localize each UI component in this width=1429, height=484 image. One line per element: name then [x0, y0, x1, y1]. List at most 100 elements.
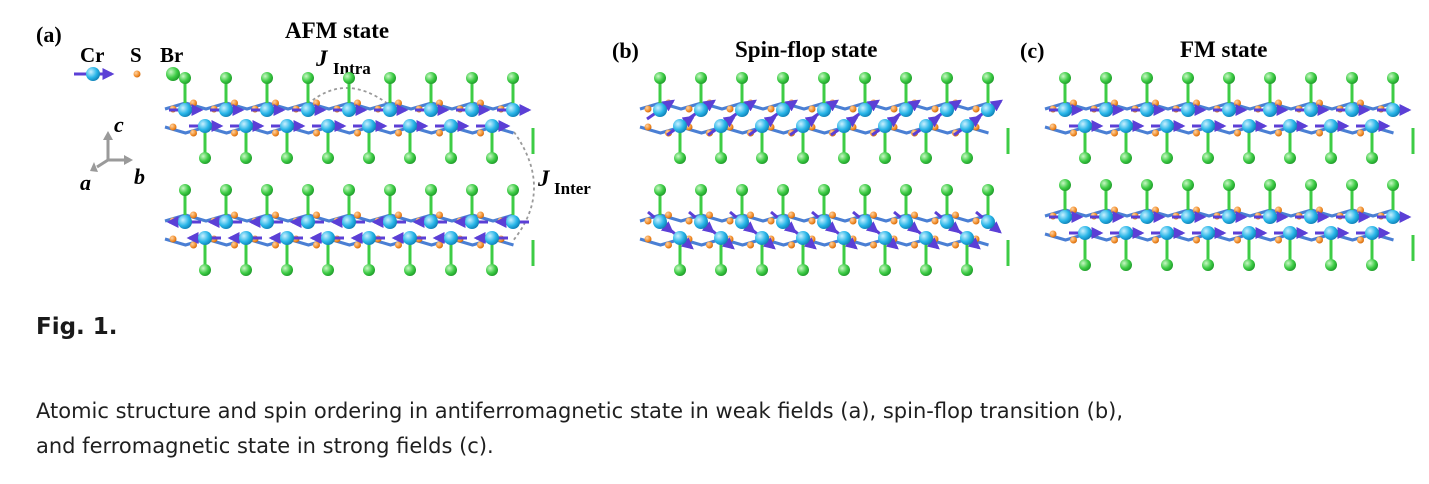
cr-atom: [1140, 210, 1154, 224]
br-atom: [941, 184, 953, 196]
s-atom: [1357, 236, 1364, 244]
br-atom: [941, 72, 953, 84]
cr-atom: [1222, 210, 1236, 224]
br-atom: [1079, 152, 1091, 164]
cr-atom: [1283, 119, 1297, 133]
j-intra-subscript: Intra: [333, 59, 371, 78]
br-atom: [281, 152, 293, 164]
br-atom: [507, 184, 519, 196]
cr-atom: [1078, 119, 1092, 133]
br-atom: [797, 152, 809, 164]
cr-atom: [735, 103, 749, 117]
s-atom: [788, 241, 795, 249]
cr-atom: [796, 231, 810, 245]
s-atom: [911, 241, 918, 249]
cr-atom: [1345, 103, 1359, 117]
s-atom: [313, 129, 320, 137]
s-atom: [665, 241, 672, 249]
s-atom: [808, 217, 816, 225]
legend-cr-atom: [86, 67, 100, 81]
cr-atom: [198, 119, 212, 133]
s-atom: [190, 129, 197, 137]
cr-atom: [1222, 103, 1236, 117]
br-atom: [715, 264, 727, 276]
cr-atom: [1140, 103, 1154, 117]
cr-atom: [444, 119, 458, 133]
s-atom: [706, 211, 713, 219]
br-atom: [920, 264, 932, 276]
br-atom: [1325, 152, 1337, 164]
s-atom: [436, 211, 443, 219]
br-atom: [1346, 72, 1358, 84]
s-atom: [354, 211, 361, 219]
br-atom: [404, 264, 416, 276]
br-atom: [920, 152, 932, 164]
cr-atom: [485, 119, 499, 133]
s-atom: [1111, 206, 1118, 214]
s-atom: [644, 235, 652, 243]
cr-atom: [342, 215, 356, 229]
s-atom: [1316, 236, 1323, 244]
s-atom: [1357, 99, 1364, 107]
cr-atom: [1058, 103, 1072, 117]
br-atom: [322, 152, 334, 164]
panel-a-title: AFM state: [285, 18, 389, 43]
s-atom: [1275, 99, 1282, 107]
s-atom: [436, 99, 443, 107]
cr-atom: [1386, 103, 1400, 117]
legend-s-label: S: [130, 43, 142, 67]
cr-atom: [899, 103, 913, 117]
s-atom: [272, 211, 279, 219]
cr-atom: [653, 215, 667, 229]
br-atom: [961, 152, 973, 164]
s-atom: [1111, 236, 1118, 244]
s-atom: [190, 241, 197, 249]
cr-atom: [714, 119, 728, 133]
br-atom: [363, 264, 375, 276]
cr-atom: [694, 215, 708, 229]
s-atom: [849, 105, 857, 113]
s-atom: [231, 211, 238, 219]
br-atom: [1366, 259, 1378, 271]
br-atom: [1141, 179, 1153, 191]
br-atom: [1223, 72, 1235, 84]
cr-atom: [1160, 119, 1174, 133]
j-intra-arc: [307, 87, 389, 105]
br-atom: [1100, 179, 1112, 191]
s-atom: [972, 105, 980, 113]
panel-c-title: FM state: [1180, 37, 1268, 62]
cr-atom: [673, 231, 687, 245]
br-atom: [1305, 72, 1317, 84]
s-atom: [190, 211, 197, 219]
cr-atom: [1345, 210, 1359, 224]
s-atom: [1316, 99, 1323, 107]
cr-atom: [919, 231, 933, 245]
cr-atom: [444, 231, 458, 245]
cr-atom: [1119, 226, 1133, 240]
cr-atom: [653, 103, 667, 117]
br-atom: [384, 184, 396, 196]
legend-s-atom: [133, 70, 141, 78]
cr-atom: [1242, 226, 1256, 240]
s-atom: [313, 241, 320, 249]
cr-atom: [1160, 226, 1174, 240]
s-atom: [1049, 230, 1057, 238]
panel-a-tag: (a): [36, 22, 62, 47]
cr-atom: [714, 231, 728, 245]
cr-atom: [321, 119, 335, 133]
s-atom: [870, 241, 877, 249]
cr-atom: [506, 103, 520, 117]
br-atom: [859, 72, 871, 84]
cr-atom: [878, 119, 892, 133]
br-atom: [982, 72, 994, 84]
br-atom: [240, 152, 252, 164]
s-atom: [190, 99, 197, 107]
cr-atom: [301, 215, 315, 229]
s-atom: [1316, 206, 1323, 214]
cr-atom: [1365, 119, 1379, 133]
cr-atom: [1181, 210, 1195, 224]
cr-atom: [837, 119, 851, 133]
br-atom: [1079, 259, 1091, 271]
cr-atom: [837, 231, 851, 245]
caption-line-2: and ferromagnetic state in strong fields…: [36, 434, 494, 458]
